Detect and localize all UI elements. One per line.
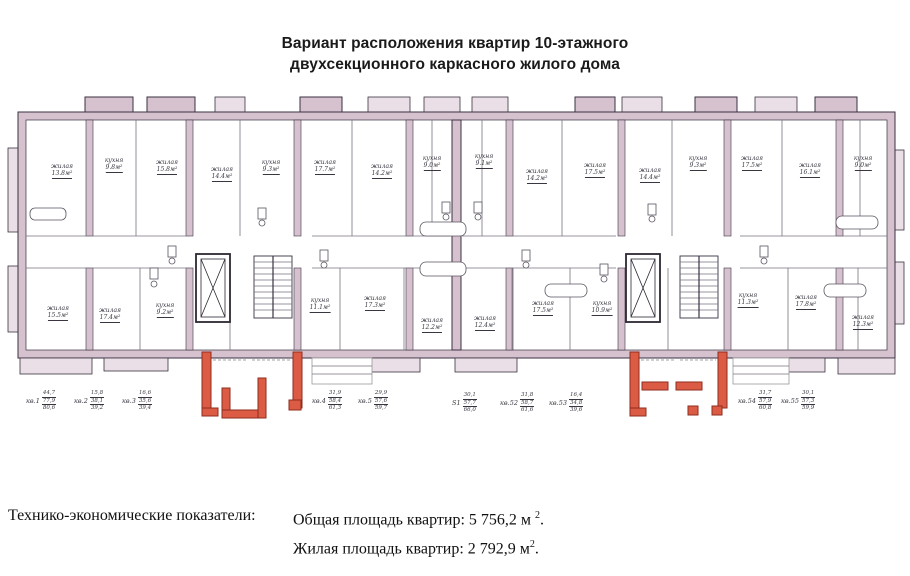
stairs-left: [253, 255, 293, 319]
apartment-divider-walls: [85, 119, 844, 351]
footer-label: Технико-экономические показатели:: [8, 507, 256, 524]
room-partitions: [26, 120, 887, 350]
drawing-title-line1: Вариант расположения квартир 10-этажного: [281, 35, 629, 52]
bathroom-fixtures: [29, 201, 879, 298]
end-loggias: [7, 147, 905, 333]
footer-values: Общая площадь квартир: 5 756,2 м 2. Жила…: [293, 503, 544, 562]
elevator-left: [195, 253, 231, 323]
entrance-right: [629, 351, 728, 417]
stairs-right: [679, 255, 719, 319]
elevator-right: [625, 253, 661, 323]
total-area-line: Общая площадь квартир: 5 756,2 м 2.: [293, 510, 545, 529]
entrance-steps: [311, 357, 790, 385]
entrance-left: [201, 351, 303, 419]
drawing-title: Вариант расположения квартир 10-этажного…: [0, 33, 910, 75]
drawing-title-line2: двухсекционного каркасного жилого дома: [290, 56, 620, 73]
living-area-line: Жилая площадь квартир: 2 792,9 м2.: [293, 539, 539, 558]
sanitary-units: [149, 201, 769, 288]
